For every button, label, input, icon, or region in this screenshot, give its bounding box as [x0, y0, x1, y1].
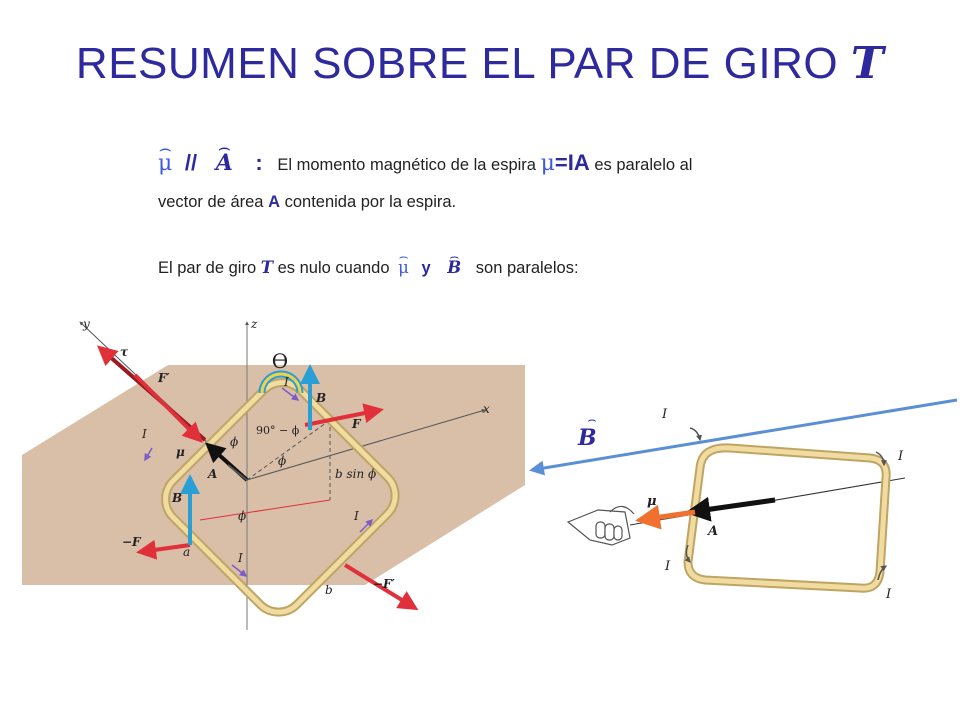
- f-prime-label: F′: [157, 371, 171, 385]
- mu-symbol-2: μ: [398, 258, 409, 277]
- neg-f-prime-label: −F′: [373, 577, 396, 591]
- a-vector-right: [685, 496, 776, 522]
- page-title: RESUMEN SOBRE EL PAR DE GIRO T: [0, 38, 960, 89]
- current-label-r3: I: [885, 587, 892, 602]
- statement-line-2: vector de área A contenida por la espira…: [158, 193, 456, 212]
- b-field-label: B: [577, 425, 597, 451]
- neg-f-force: [136, 539, 191, 560]
- y-axis-label: y: [82, 317, 90, 331]
- current-label-3: I: [237, 551, 243, 565]
- area-vector-symbol: A: [216, 150, 233, 176]
- phi-label-2: ϕ: [278, 454, 286, 468]
- statement-line-1: μ // A : El momento magnético de la espi…: [158, 150, 692, 176]
- a-label: A: [207, 467, 217, 481]
- line2-text-b: contenida por la espira.: [284, 193, 457, 211]
- a-vector: [227, 464, 248, 481]
- neg-f-label: −F: [122, 535, 142, 549]
- current-label-r1: I: [661, 407, 668, 422]
- mu-equals-ia: =IA: [554, 150, 590, 175]
- b-lower-label: B: [171, 491, 182, 505]
- line3-text-b: es nulo cuando: [277, 259, 390, 277]
- title-symbol: T: [850, 38, 885, 89]
- f-label: F: [351, 417, 362, 431]
- f-force: [304, 403, 384, 427]
- mu-inline: μ: [540, 151, 555, 176]
- title-text: RESUMEN SOBRE EL PAR DE GIRO: [75, 39, 839, 88]
- torque-symbol: T: [260, 258, 274, 277]
- line1-text-b: es paralelo al: [594, 156, 693, 174]
- b-field-symbol: B: [447, 258, 461, 277]
- current-label-r4: I: [664, 559, 671, 574]
- conjunction-y: y: [421, 259, 431, 277]
- b-side-label: b: [325, 583, 333, 597]
- parallel-symbol: //: [184, 150, 198, 175]
- left-figure: ϴ y z x τ F′ B F 90° − ϕ ϕ ϕ ϕ μ A b sin…: [22, 317, 525, 630]
- current-label-r2: I: [897, 449, 904, 464]
- right-figure: B ⌢ I I I I μ A: [529, 398, 958, 602]
- mu-vector-right: [635, 504, 696, 530]
- line3-text-a: El par de giro: [158, 259, 257, 277]
- area-letter: A: [268, 193, 280, 211]
- mu-label-right: μ: [647, 494, 657, 509]
- b-upper-label: B: [315, 391, 326, 405]
- z-axis-label: z: [250, 317, 258, 331]
- mu-label: μ: [176, 445, 185, 459]
- neg-f-prime-force: [343, 563, 419, 611]
- dashed-normal: [246, 419, 331, 481]
- loop-current-arrows: [144, 387, 374, 577]
- a-label-right: A: [706, 524, 718, 539]
- phi-label-3: ϕ: [238, 509, 246, 523]
- current-label-4: I: [353, 509, 359, 523]
- b-field-line: [529, 398, 958, 476]
- colon-symbol: :: [255, 150, 263, 175]
- red-guide-line: [199, 499, 331, 521]
- rectangular-loop: [683, 443, 891, 593]
- hand-icon: [566, 505, 635, 546]
- current-label-2: I: [141, 427, 147, 441]
- b-sin-phi-label: b sin ϕ: [335, 467, 376, 481]
- mu-symbol: μ: [158, 151, 172, 176]
- x-axis-label: x: [483, 402, 490, 416]
- angle-label: 90° − ϕ: [256, 424, 300, 437]
- x-axis: [246, 408, 486, 481]
- current-arrows-right: [684, 427, 887, 581]
- f-prime-force: [133, 373, 203, 443]
- line3-text-c: son paralelos:: [475, 259, 579, 277]
- line1-text-a: El momento magnético de la espira: [277, 156, 536, 174]
- tau-label: τ: [120, 345, 129, 359]
- horizontal-plane: [22, 365, 525, 585]
- theta-label: ϴ: [272, 349, 288, 373]
- line2-text-a: vector de área: [158, 193, 264, 211]
- b-field-accent: ⌢: [587, 412, 596, 428]
- a-side-label: a: [183, 545, 190, 559]
- phi-label-1: ϕ: [230, 435, 238, 449]
- current-label-1: I: [283, 375, 289, 389]
- statement-line-3: El par de giro T es nulo cuando μ y B so…: [158, 258, 579, 278]
